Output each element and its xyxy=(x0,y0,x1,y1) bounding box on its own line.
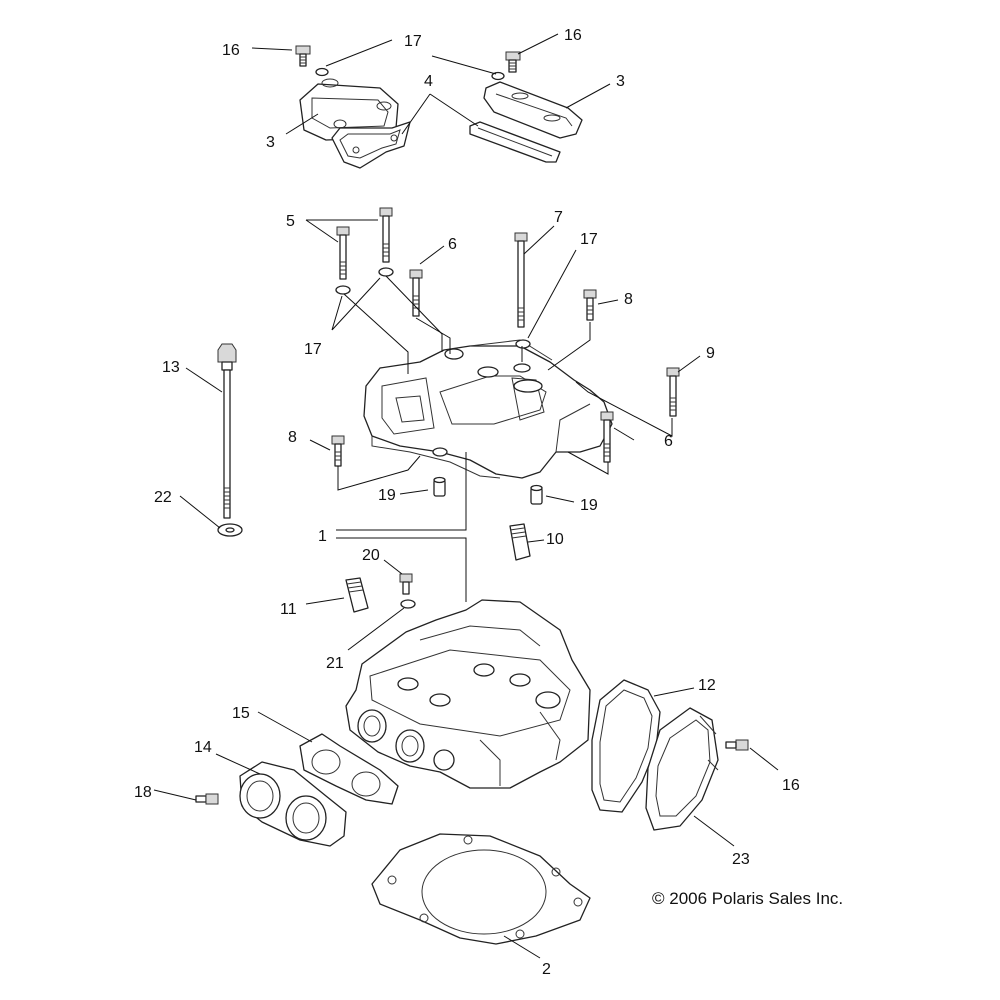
valve-cover-right xyxy=(483,81,583,139)
head-bolt-13 xyxy=(217,343,237,519)
callout-16: 16 xyxy=(564,27,582,44)
callout-17: 17 xyxy=(404,33,422,50)
bolt-5-a xyxy=(336,226,350,280)
callout-10: 10 xyxy=(546,531,564,548)
valve-cover-gasket-right xyxy=(469,121,561,163)
callout-16: 16 xyxy=(222,42,240,59)
callout-9: 9 xyxy=(706,345,715,362)
callout-16: 16 xyxy=(782,777,800,794)
dowel-19-b xyxy=(530,484,543,505)
callout-8: 8 xyxy=(288,429,297,446)
callout-11: 11 xyxy=(280,601,297,618)
cam-carrier xyxy=(363,339,613,479)
callout-21: 21 xyxy=(326,655,344,672)
stud-10 xyxy=(509,523,531,561)
bolt-18 xyxy=(195,793,219,805)
cylinder-head xyxy=(345,599,591,789)
callout-5: 5 xyxy=(286,213,295,230)
callout-14: 14 xyxy=(194,739,212,756)
bolt-8-a xyxy=(583,289,597,321)
washer-17-b xyxy=(378,267,394,277)
valve-cover-gasket-left xyxy=(331,121,411,169)
leader-lines xyxy=(153,33,779,959)
bolt-7 xyxy=(514,232,528,328)
callout-6: 6 xyxy=(448,236,457,253)
intake-flange-gasket-15 xyxy=(299,733,399,805)
callout-2: 2 xyxy=(542,961,551,978)
bolt-8-b xyxy=(331,435,345,467)
callout-22: 22 xyxy=(154,489,172,506)
cover-gasket-12 xyxy=(591,679,661,813)
callout-19: 19 xyxy=(378,487,396,504)
washer-17-c xyxy=(515,339,531,349)
bolt-6-b xyxy=(600,411,614,463)
bolt-16-top-right xyxy=(505,51,521,73)
bolt-5-b xyxy=(379,207,393,263)
stud-11 xyxy=(345,577,369,613)
washer-22 xyxy=(217,523,243,537)
head-gasket-2 xyxy=(371,833,591,945)
washer-17-top-left xyxy=(315,67,329,77)
callout-23: 23 xyxy=(732,851,750,868)
callout-20: 20 xyxy=(362,547,380,564)
dowel-19-a xyxy=(433,476,446,497)
callout-17: 17 xyxy=(580,231,598,248)
callout-3: 3 xyxy=(616,73,625,90)
callout-labels: 16 17 16 3 4 3 5 6 7 17 8 9 13 17 8 6 19… xyxy=(134,27,800,978)
bolt-6-a xyxy=(409,269,423,317)
washer-17-top-right xyxy=(491,71,505,81)
callout-18: 18 xyxy=(134,784,152,801)
cam-cover-23 xyxy=(645,707,719,831)
callout-4: 4 xyxy=(424,73,433,90)
bolt-20 xyxy=(399,573,413,595)
bolt-9 xyxy=(666,367,680,417)
copyright-notice: © 2006 Polaris Sales Inc. xyxy=(652,889,843,908)
callout-15: 15 xyxy=(232,705,250,722)
intake-boot-14 xyxy=(239,761,347,847)
callout-19: 19 xyxy=(580,497,598,514)
callout-3: 3 xyxy=(266,134,275,151)
callout-7: 7 xyxy=(554,209,563,226)
callout-17: 17 xyxy=(304,341,322,358)
callout-8: 8 xyxy=(624,291,633,308)
washer-21 xyxy=(400,599,416,609)
callout-6: 6 xyxy=(664,433,673,450)
bolt-16-right xyxy=(725,739,749,751)
bolt-16-top-left xyxy=(295,45,311,67)
washer-17-a xyxy=(335,285,351,295)
callout-12: 12 xyxy=(698,677,716,694)
callout-13: 13 xyxy=(162,359,180,376)
callout-1: 1 xyxy=(318,528,327,545)
